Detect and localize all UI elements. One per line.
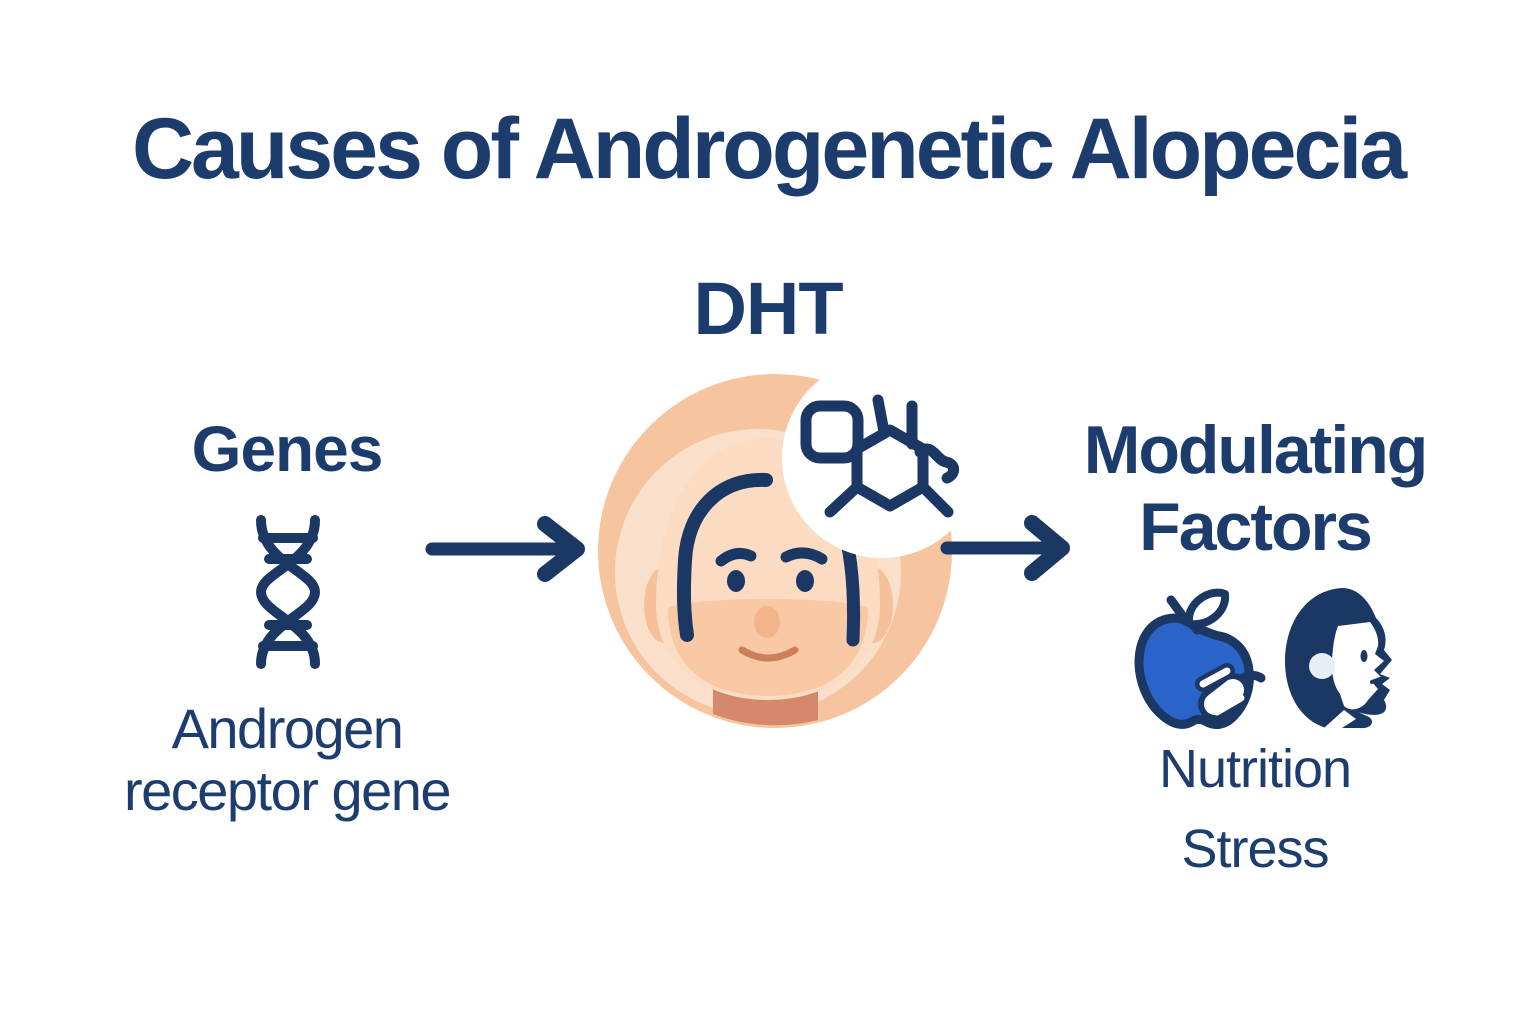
caption-line-2: receptor gene: [123, 758, 452, 822]
apple-icon: [1127, 586, 1267, 736]
modulating-factors-heading: Modulating Factors: [1055, 412, 1455, 566]
heading-line-1: Modulating: [1083, 412, 1429, 488]
heading-line-2: Factors: [1139, 488, 1373, 565]
left-arrow-icon: [420, 510, 590, 590]
page-title: Causes of Androgenetic Alopecia: [131, 101, 1407, 197]
right-arrow-icon: [935, 508, 1075, 588]
genes-heading: Genes: [191, 413, 384, 485]
stress-label: Stress: [1181, 819, 1329, 879]
nutrition-label: Nutrition: [1158, 739, 1352, 799]
caption-line-1: Androgen: [171, 697, 404, 760]
balding-man-illustration: [590, 350, 1110, 740]
androgen-receptor-gene-caption: Androgen receptor gene: [37, 698, 537, 821]
dht-molecule-icon: [800, 394, 960, 518]
dna-icon: [233, 512, 343, 672]
dht-label: DHT: [693, 267, 843, 350]
stressed-head-icon: [1272, 582, 1412, 734]
